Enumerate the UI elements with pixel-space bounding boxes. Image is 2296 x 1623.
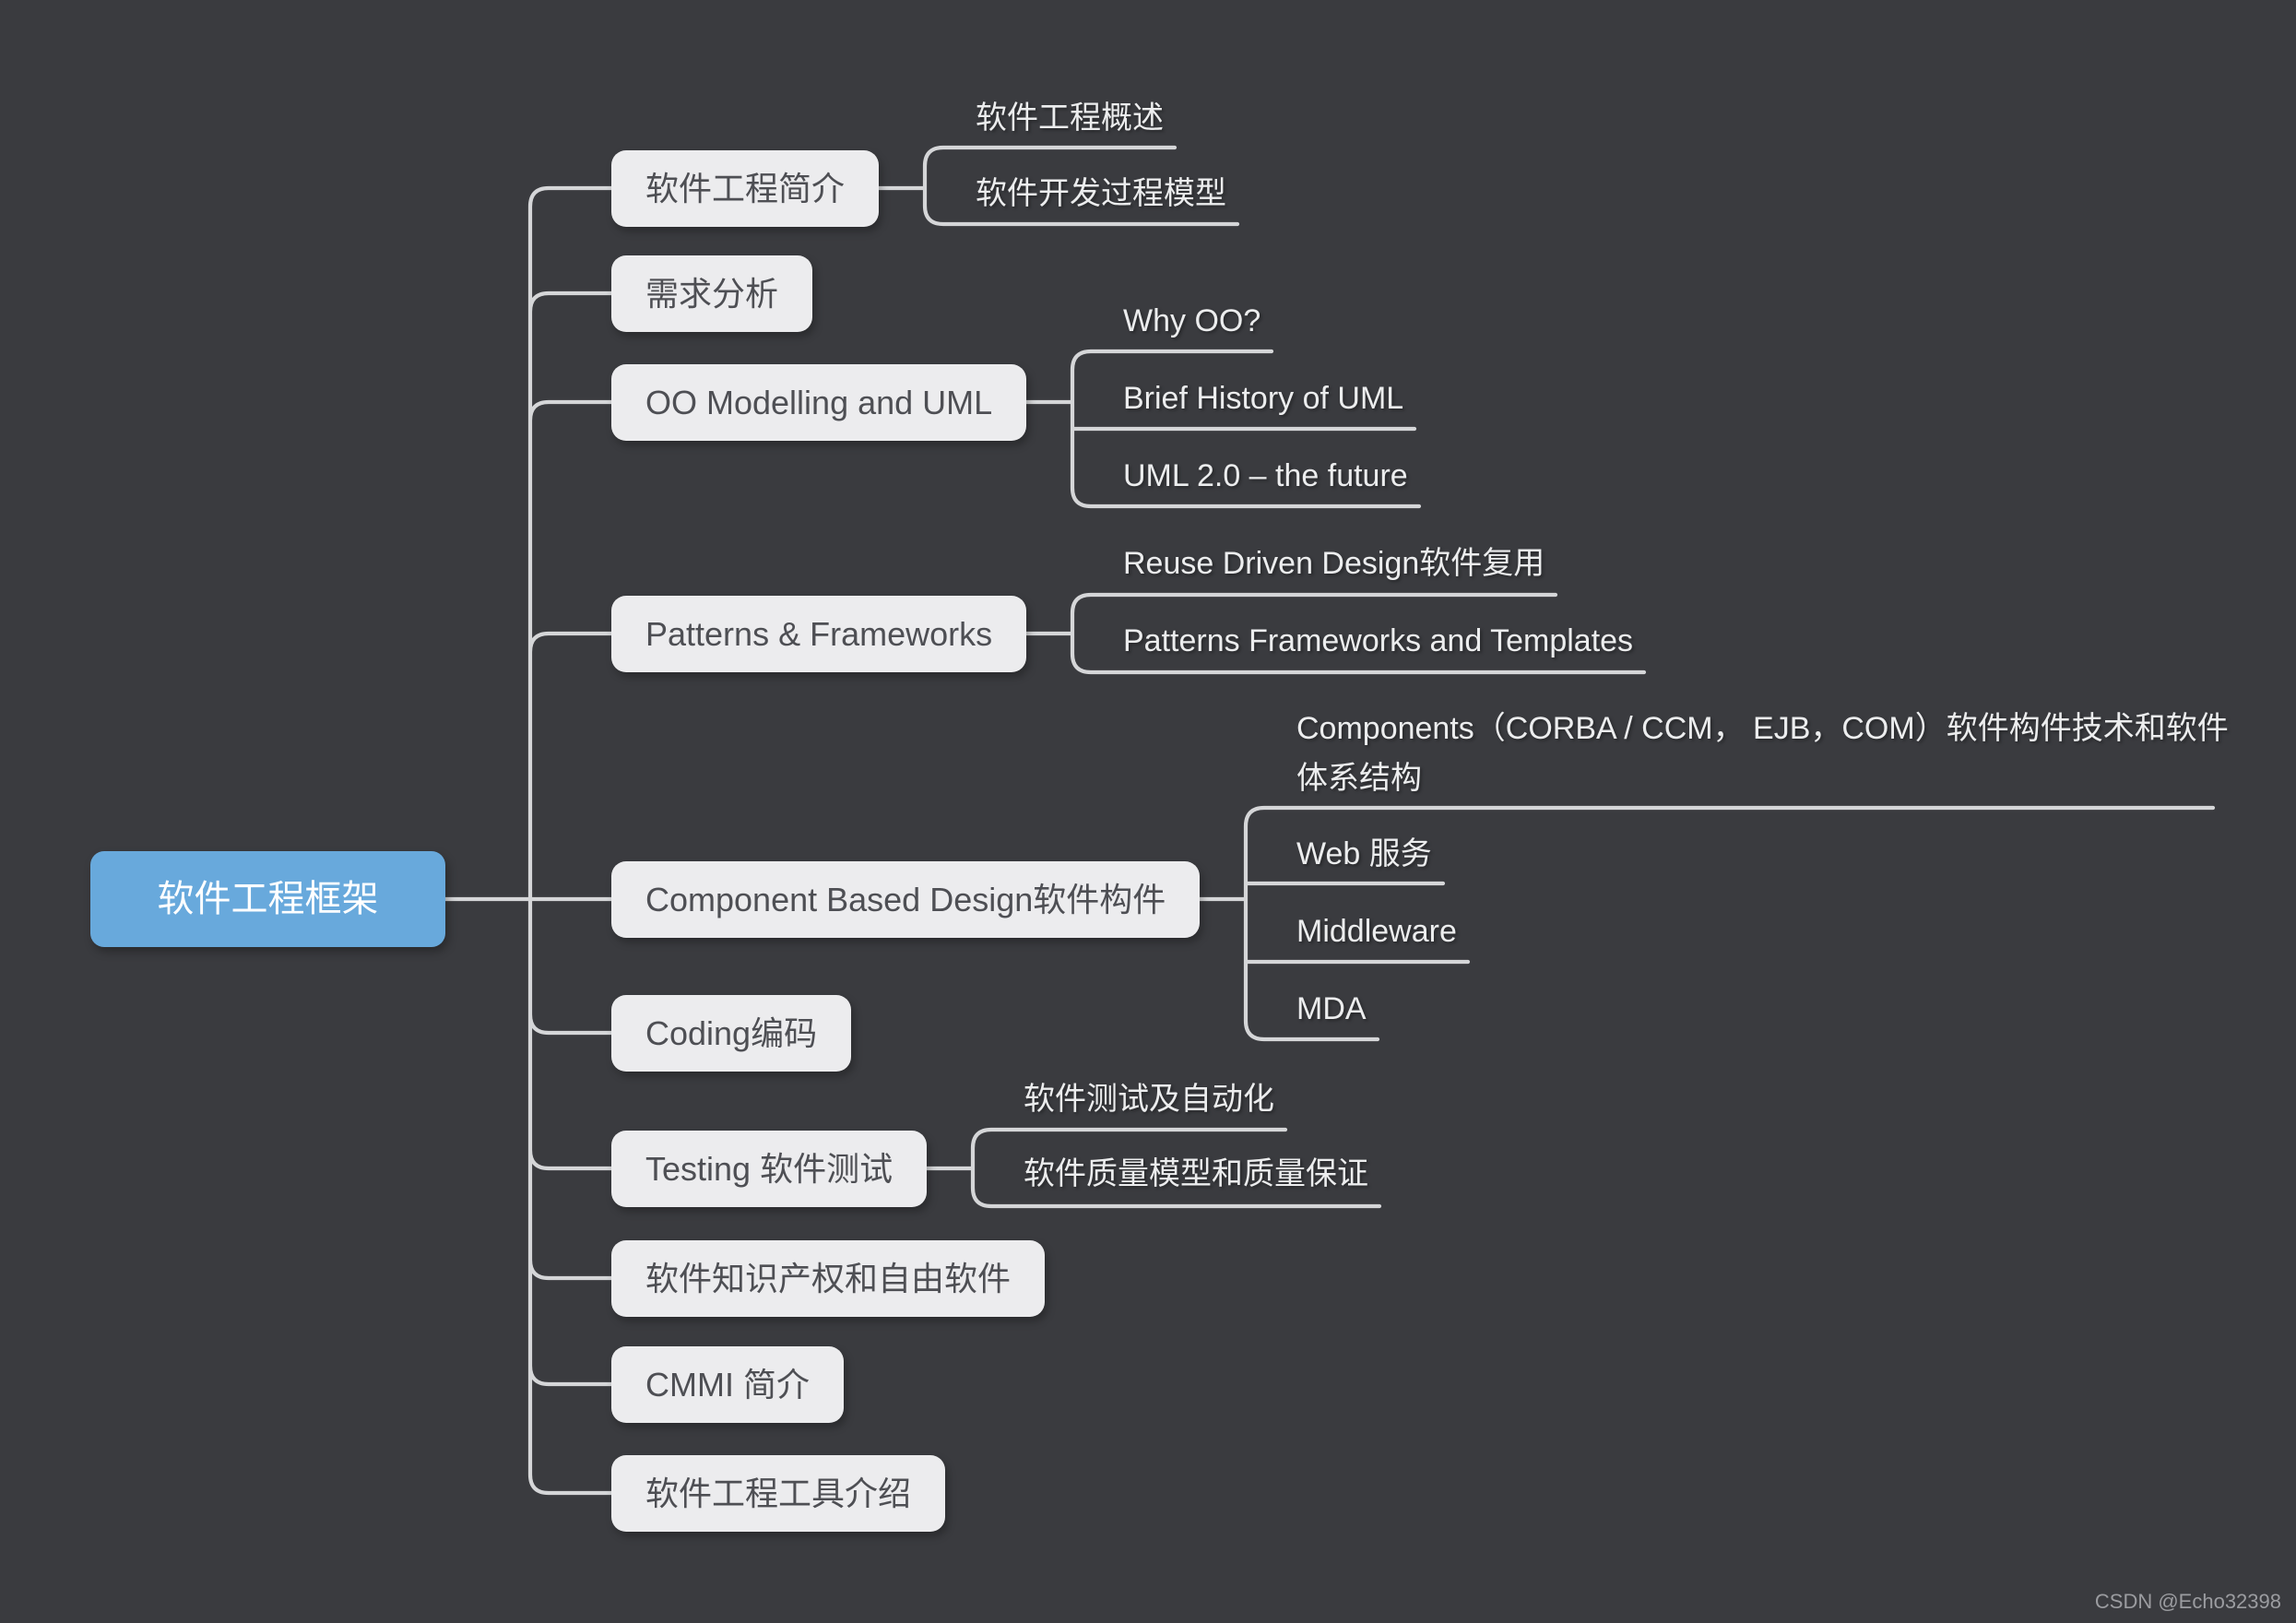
branch-topic-6[interactable]: Testing 软件测试 <box>611 1131 928 1207</box>
subtopic[interactable]: Brief History of UML <box>1123 381 1404 416</box>
subtopic[interactable]: Components（CORBA / CCM， EJB，COM）软件构件技术和软… <box>1296 711 2229 796</box>
subtopic[interactable]: Web 服务 <box>1296 836 1432 871</box>
branch-topic-1[interactable]: 需求分析 <box>611 255 813 332</box>
branch-topic-2[interactable]: OO Modelling and UML <box>611 364 1027 441</box>
subtopic[interactable]: 软件开发过程模型 <box>976 176 1226 211</box>
subtopic[interactable]: Why OO? <box>1123 303 1261 338</box>
watermark: CSDN @Echo32398 <box>2094 1590 2281 1613</box>
root-topic[interactable]: 软件工程框架 <box>90 851 445 947</box>
subtopic[interactable]: Patterns Frameworks and Templates <box>1123 623 1634 658</box>
subtopic[interactable]: Middleware <box>1296 914 1457 949</box>
branch-topic-3[interactable]: Patterns & Frameworks <box>611 596 1027 672</box>
subtopic[interactable]: 软件测试及自动化 <box>1024 1082 1274 1117</box>
subtopic[interactable]: 软件质量模型和质量保证 <box>1024 1156 1368 1191</box>
branch-topic-4[interactable]: Component Based Design软件构件 <box>611 861 1201 938</box>
subtopic[interactable]: UML 2.0 – the future <box>1123 458 1408 493</box>
subtopic[interactable]: MDA <box>1296 991 1367 1026</box>
connector-path <box>437 145 2216 1496</box>
branch-topic-5[interactable]: Coding编码 <box>611 995 852 1072</box>
subtopic[interactable]: 软件工程概述 <box>976 101 1164 136</box>
branch-topic-9[interactable]: 软件工程工具介绍 <box>611 1455 946 1532</box>
branch-topic-0[interactable]: 软件工程简介 <box>611 150 880 227</box>
branch-topic-8[interactable]: CMMI 简介 <box>611 1346 844 1423</box>
subtopic[interactable]: Reuse Driven Design软件复用 <box>1123 546 1545 581</box>
branch-topic-7[interactable]: 软件知识产权和自由软件 <box>611 1240 1046 1317</box>
